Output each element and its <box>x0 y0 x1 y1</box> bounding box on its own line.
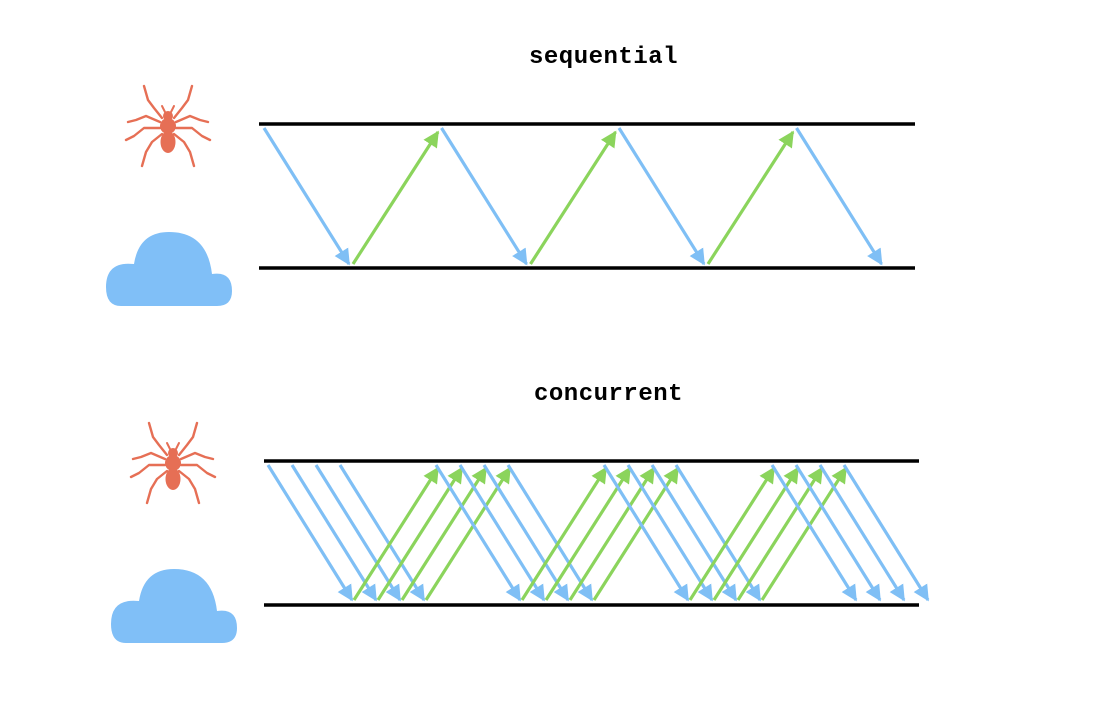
response-arrow <box>568 466 656 601</box>
cloud-icon <box>111 569 237 643</box>
request-arrow <box>338 464 426 602</box>
sequential-messages <box>262 127 883 266</box>
request-arrow <box>617 127 706 266</box>
request-arrow <box>650 464 738 602</box>
response-arrow <box>592 466 680 601</box>
response-arrow <box>544 466 632 601</box>
sequential-title: sequential <box>529 44 679 71</box>
request-arrow <box>602 464 690 602</box>
request-arrow <box>262 127 351 266</box>
request-arrow <box>770 464 858 602</box>
request-arrow <box>290 464 378 602</box>
concurrent-title: concurrent <box>534 381 684 408</box>
response-arrow <box>712 466 800 601</box>
concurrent-messages <box>266 464 930 602</box>
request-arrow <box>794 464 882 602</box>
response-arrow <box>688 466 776 601</box>
request-arrow <box>482 464 570 602</box>
request-arrow <box>674 464 762 602</box>
sequential-panel <box>106 84 915 306</box>
request-arrow <box>506 464 594 602</box>
request-arrow <box>440 127 528 266</box>
response-arrow <box>351 130 440 265</box>
concurrent-panel <box>111 421 930 643</box>
request-arrow <box>458 464 546 602</box>
response-arrow <box>706 130 795 265</box>
response-arrow <box>400 466 488 601</box>
spider-icon <box>129 421 217 505</box>
request-arrow <box>818 464 906 602</box>
response-arrow <box>424 466 512 601</box>
request-arrow <box>434 464 522 602</box>
request-arrow <box>314 464 402 602</box>
response-arrow <box>529 130 617 265</box>
request-arrow <box>626 464 714 602</box>
request-arrow <box>266 464 354 602</box>
request-arrow <box>795 127 883 266</box>
request-arrow <box>842 464 930 602</box>
cloud-icon <box>106 232 232 306</box>
response-arrow <box>520 466 608 601</box>
response-arrow <box>352 466 440 601</box>
response-arrow <box>760 466 848 601</box>
spider-icon <box>124 84 212 168</box>
response-arrow <box>376 466 464 601</box>
response-arrow <box>736 466 824 601</box>
